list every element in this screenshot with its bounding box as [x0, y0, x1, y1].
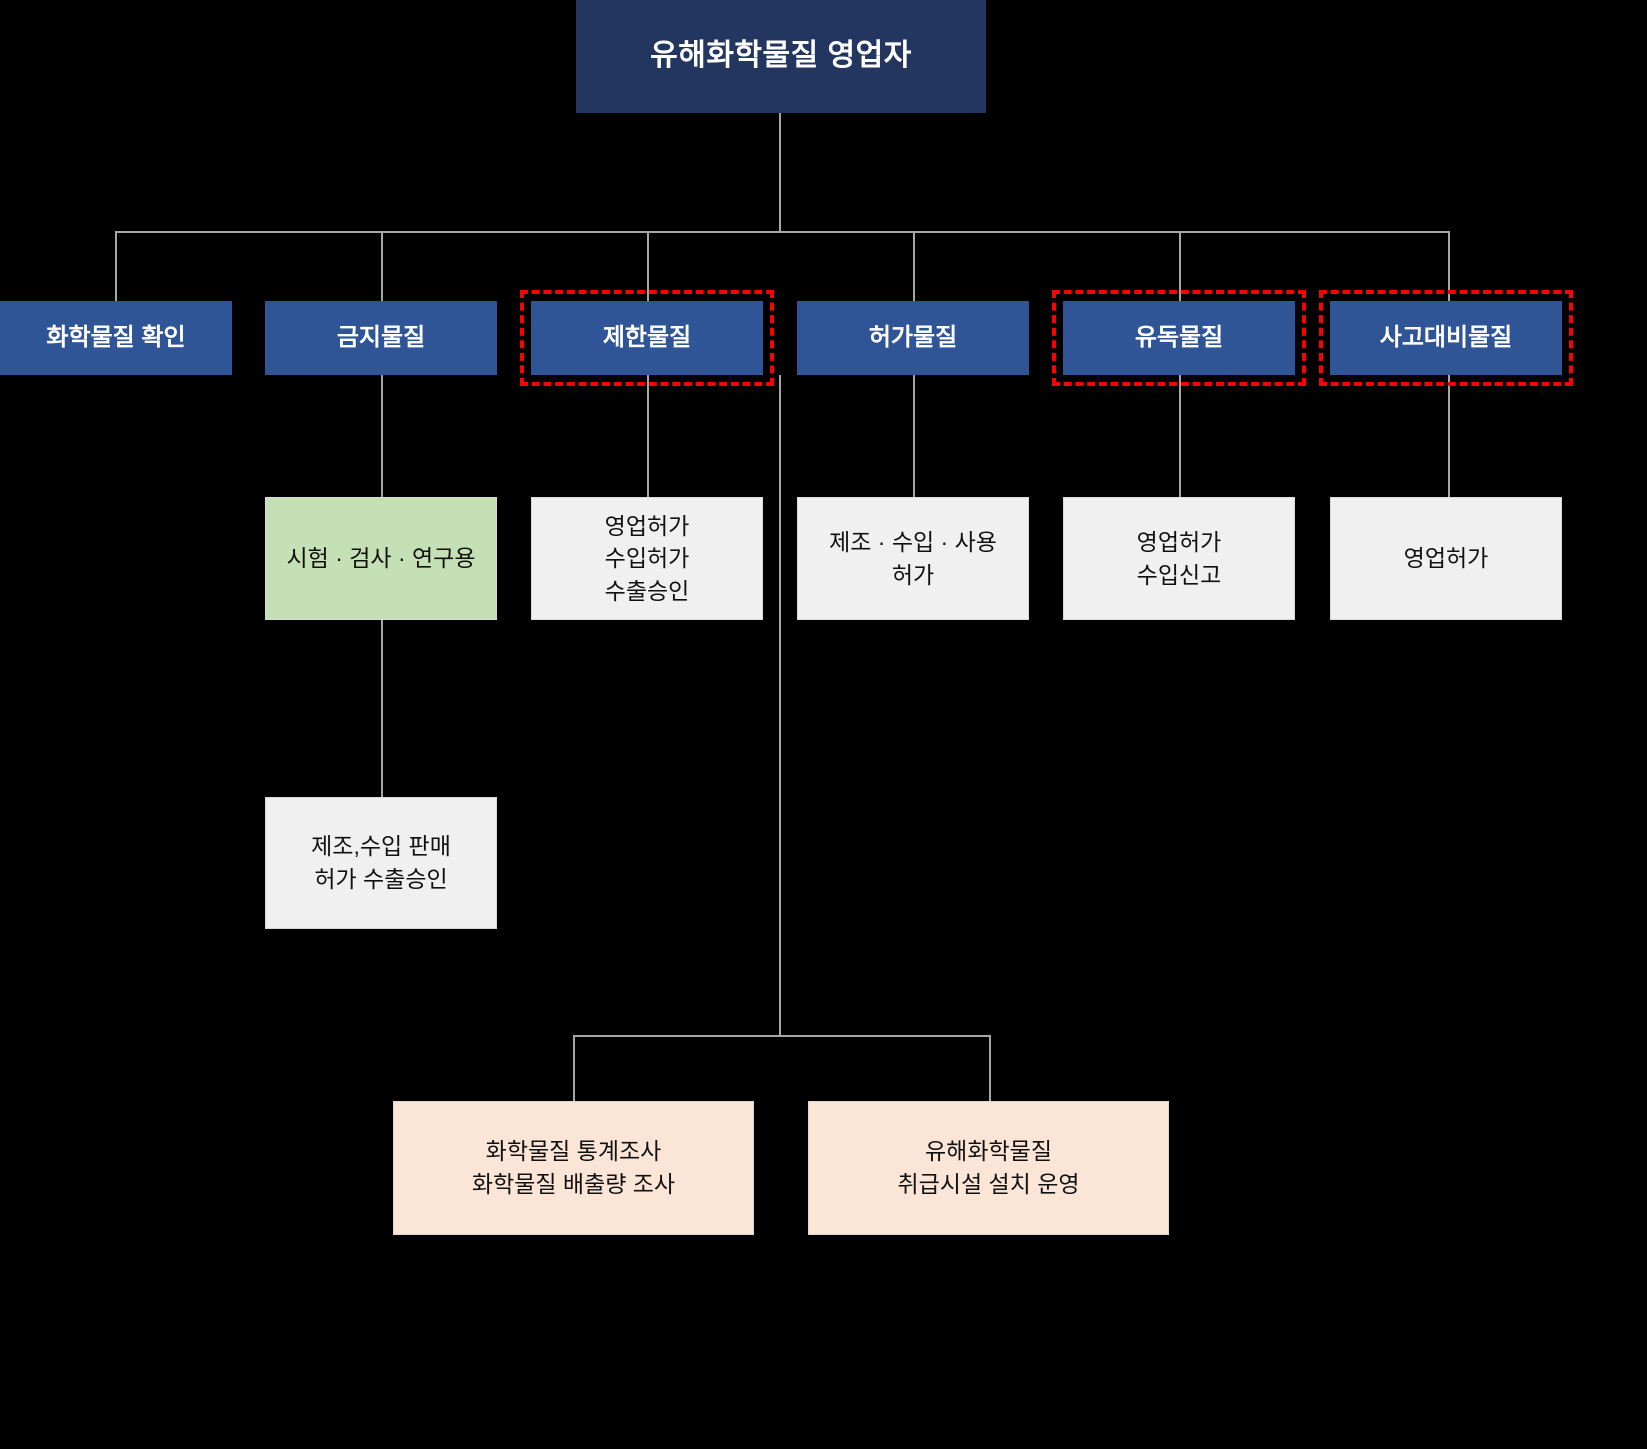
edge-drop-statistics	[573, 1035, 575, 1101]
edge-research-to-manufacture	[381, 620, 383, 797]
edge-restricted-to-permit	[647, 375, 649, 497]
edge-drop-facility	[989, 1035, 991, 1101]
category-accident-prep[interactable]: 사고대비물질	[1319, 290, 1573, 386]
leaf-line: 영업허가	[1403, 545, 1489, 572]
edge-drop-chem-confirm	[115, 231, 117, 302]
category-banned[interactable]: 금지물질	[265, 301, 497, 375]
edge-level2-bus	[115, 231, 1449, 233]
edge-drop-accident	[1448, 231, 1450, 302]
leaf-line: 화학물질 배출량 조사	[471, 1171, 676, 1197]
leaf-line: 취급시설 설치 운영	[897, 1171, 1080, 1197]
leaf-line: 제조 · 수입 · 사용	[829, 528, 997, 555]
edge-bottom-bus	[573, 1035, 991, 1037]
leaf-accident-permit[interactable]: 영업허가	[1330, 497, 1562, 620]
leaf-line: 화학물질 통계조사	[485, 1138, 662, 1165]
leaf-line: 유해화학물질	[925, 1138, 1052, 1165]
leaf-permitted-permit[interactable]: 제조 · 수입 · 사용 허가	[797, 497, 1029, 620]
leaf-facility[interactable]: 유해화학물질 취급시설 설치 운영	[808, 1101, 1169, 1235]
leaf-line: 제조,수입 판매	[311, 833, 451, 860]
leaf-line: 허가 수출승인	[314, 866, 448, 892]
category-restricted[interactable]: 제한물질	[520, 290, 774, 386]
leaf-banned-manufacture[interactable]: 제조,수입 판매 허가 수출승인	[265, 797, 497, 929]
leaf-banned-research[interactable]: 시험 · 검사 · 연구용	[265, 497, 497, 620]
edge-toxic-to-permit	[1179, 375, 1181, 497]
edge-drop-toxic	[1179, 231, 1181, 302]
leaf-toxic-permit[interactable]: 영업허가 수입신고	[1063, 497, 1295, 620]
edge-center-spine	[779, 375, 781, 1036]
leaf-line: 수입허가	[604, 545, 690, 572]
edge-drop-banned	[381, 231, 383, 302]
edge-root-stem	[779, 112, 781, 232]
leaf-line: 수입신고	[1136, 561, 1222, 588]
category-toxic[interactable]: 유독물질	[1052, 290, 1306, 386]
leaf-statistics[interactable]: 화학물질 통계조사 화학물질 배출량 조사	[393, 1101, 754, 1235]
edge-banned-to-research	[381, 375, 383, 497]
edge-drop-permitted	[913, 231, 915, 302]
leaf-line: 영업허가	[1136, 528, 1222, 555]
leaf-line: 허가	[891, 561, 935, 588]
leaf-line: 영업허가	[604, 512, 690, 539]
edge-accident-to-permit	[1448, 375, 1450, 497]
root-node[interactable]: 유해화학물질 영업자	[576, 0, 986, 113]
leaf-line: 수출승인	[604, 577, 690, 604]
leaf-restricted-permit[interactable]: 영업허가 수입허가 수출승인	[531, 497, 763, 620]
category-chem-confirm[interactable]: 화학물질 확인	[0, 301, 232, 375]
leaf-line: 시험 · 검사 · 연구용	[286, 545, 476, 572]
edge-permitted-to-permit	[913, 375, 915, 497]
edge-drop-restricted	[647, 231, 649, 302]
category-permitted[interactable]: 허가물질	[797, 301, 1029, 375]
